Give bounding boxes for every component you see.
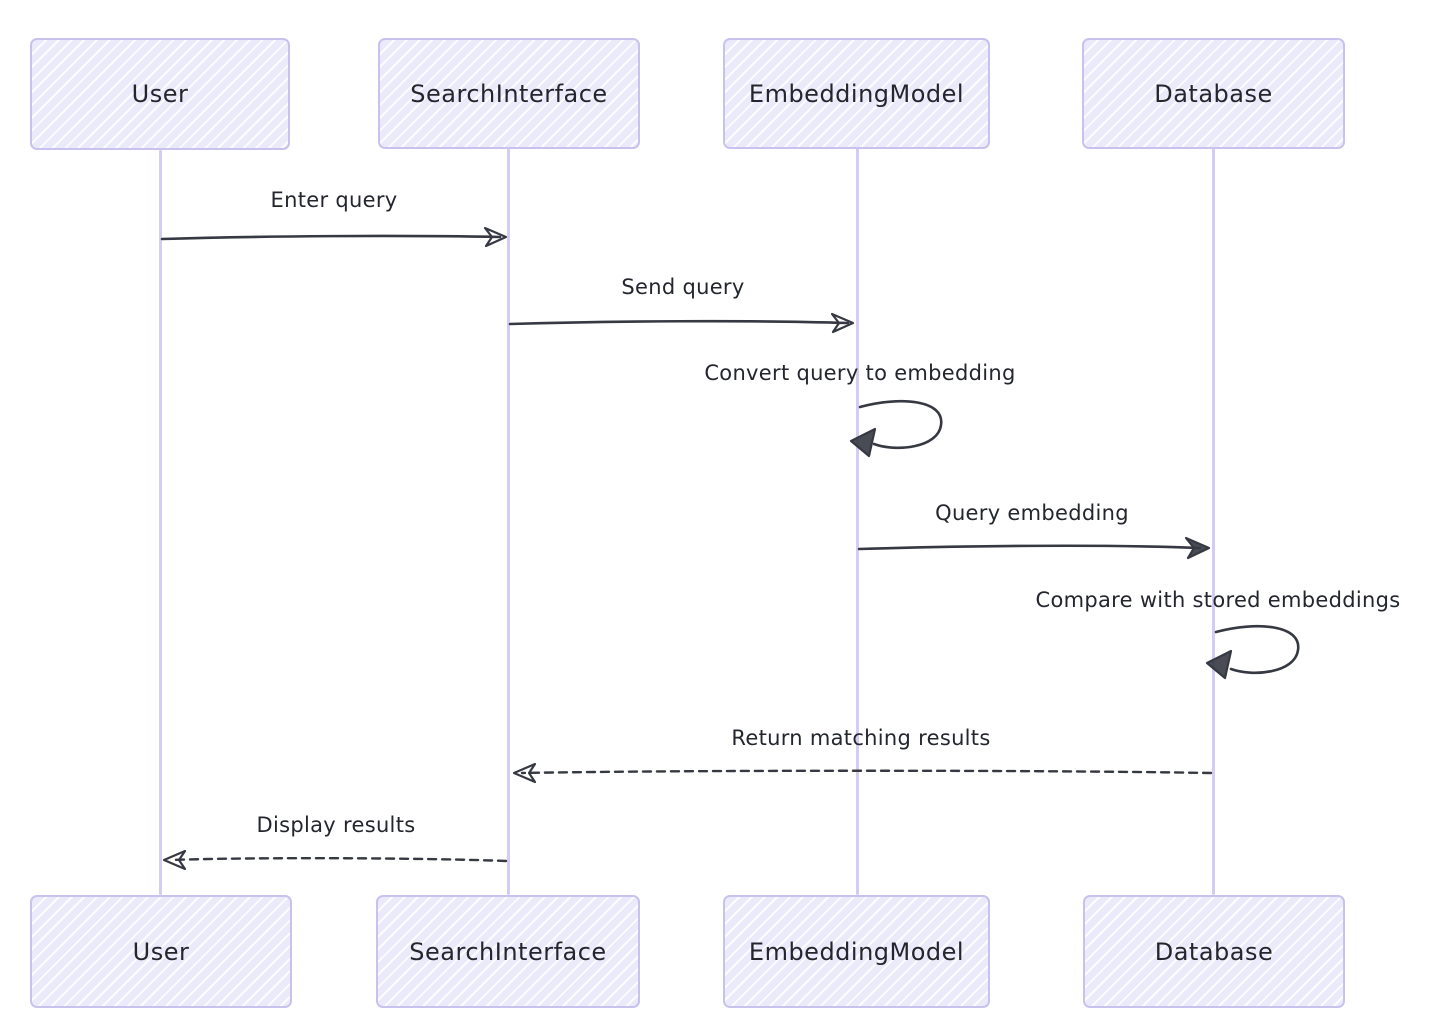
- lifeline-user: [159, 150, 162, 895]
- actor-bottom-searchinterface: SearchInterface: [376, 895, 640, 1008]
- actor-bottom-user: User: [30, 895, 292, 1008]
- actor-top-user-label: User: [131, 80, 189, 108]
- actor-top-database: Database: [1082, 38, 1345, 149]
- actor-bottom-user-label: User: [132, 937, 190, 966]
- message-label-query-embedding: Query embedding: [935, 501, 1129, 525]
- message-label-send-query: Send query: [621, 275, 745, 299]
- arrowhead-convert-query-loop: [849, 427, 877, 458]
- arrowhead-return-results: [512, 762, 537, 784]
- lifeline-database: [1212, 148, 1215, 895]
- arrowhead-query-embedding: [1184, 536, 1211, 560]
- arrow-query-embedding: [857, 544, 1202, 551]
- arrowhead-compare-embeddings-loop: [1205, 649, 1233, 680]
- message-label-return-results: Return matching results: [731, 726, 991, 750]
- actor-bottom-database: Database: [1083, 895, 1345, 1008]
- arrow-convert-query-loop: [858, 399, 943, 450]
- actor-bottom-database-label: Database: [1154, 937, 1274, 966]
- actor-bottom-embeddingmodel-label: EmbeddingModel: [748, 937, 965, 966]
- lifeline-embeddingmodel: [856, 148, 859, 895]
- message-label-enter-query: Enter query: [270, 188, 398, 212]
- arrowhead-send-query: [830, 312, 855, 334]
- actor-top-searchinterface-label: SearchInterface: [410, 79, 608, 108]
- actor-top-embeddingmodel-label: EmbeddingModel: [748, 79, 965, 108]
- actor-top-database-label: Database: [1154, 79, 1273, 108]
- arrowhead-display-results: [162, 849, 187, 871]
- arrow-enter-query: [160, 234, 502, 241]
- arrow-display-results: [170, 856, 508, 863]
- lifeline-searchinterface: [507, 148, 510, 895]
- actor-bottom-searchinterface-label: SearchInterface: [409, 937, 607, 966]
- message-label-compare-embeddings: Compare with stored embeddings: [1035, 588, 1401, 612]
- message-label-convert-query: Convert query to embedding: [704, 361, 1016, 385]
- arrow-return-results: [520, 769, 1213, 775]
- actor-top-embeddingmodel: EmbeddingModel: [723, 38, 990, 149]
- actor-bottom-embeddingmodel: EmbeddingModel: [723, 895, 990, 1008]
- arrowhead-enter-query: [483, 226, 508, 248]
- arrow-compare-embeddings-loop: [1214, 624, 1300, 675]
- actor-top-user: User: [30, 38, 290, 150]
- message-label-display-results: Display results: [256, 813, 416, 837]
- arrow-send-query: [508, 319, 850, 326]
- actor-top-searchinterface: SearchInterface: [378, 38, 640, 149]
